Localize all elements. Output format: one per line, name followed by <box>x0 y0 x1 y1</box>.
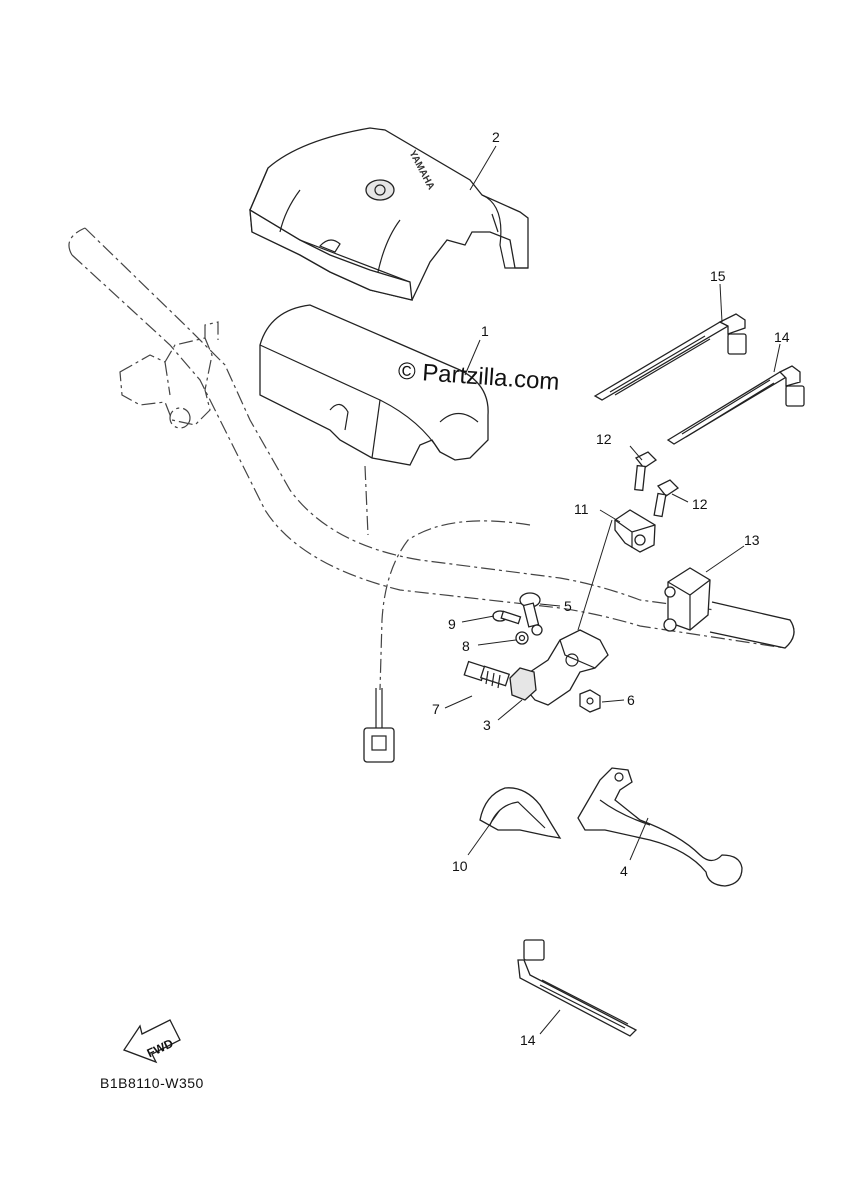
pivot-bolt-5 <box>519 592 543 636</box>
lever-cover <box>479 787 562 839</box>
callout-11: 11 <box>574 501 589 517</box>
callout-10: 10 <box>452 858 468 874</box>
adjuster-7 <box>463 660 511 689</box>
bolt-12-upper <box>634 451 658 492</box>
callout-3: 3 <box>483 717 491 733</box>
cable-tie-14-upper <box>666 365 805 445</box>
callout-12-lower: 12 <box>692 496 708 512</box>
callout-12-upper: 12 <box>596 431 612 447</box>
callout-5: 5 <box>564 598 572 614</box>
diagram-code: B1B8110-W350 <box>100 1075 204 1091</box>
lever-clamp <box>663 567 711 632</box>
callout-1: 1 <box>481 323 489 339</box>
handlebar-pad <box>259 304 489 466</box>
cable-tie-14-lower <box>517 939 638 1037</box>
lever-holder <box>509 519 613 706</box>
callout-14-upper: 14 <box>774 329 790 345</box>
callout-4: 4 <box>620 863 628 879</box>
cable-and-connector <box>363 520 531 763</box>
callout-15: 15 <box>710 268 726 284</box>
nut-6 <box>579 689 601 713</box>
washer-8 <box>515 631 529 645</box>
fwd-arrow-icon: FWD <box>123 1019 181 1064</box>
cable-tie-15 <box>593 313 747 401</box>
callout-8: 8 <box>462 638 470 654</box>
callout-13: 13 <box>744 532 760 548</box>
hot-start-holder <box>614 509 656 553</box>
callout-labels: 1 2 3 4 5 6 7 8 9 10 11 12 12 13 14 14 1… <box>432 129 790 1048</box>
left-switch-phantom <box>119 321 219 429</box>
bolt-12-lower <box>653 479 680 518</box>
leader-lines <box>444 145 781 1035</box>
callout-7: 7 <box>432 701 440 717</box>
callout-14-lower: 14 <box>520 1032 536 1048</box>
callout-6: 6 <box>627 692 635 708</box>
callout-2: 2 <box>492 129 500 145</box>
screw-9 <box>492 610 522 625</box>
callout-9: 9 <box>448 616 456 632</box>
handlebar-pad-cover: YAMAHA <box>249 127 529 301</box>
clutch-lever <box>577 767 743 887</box>
